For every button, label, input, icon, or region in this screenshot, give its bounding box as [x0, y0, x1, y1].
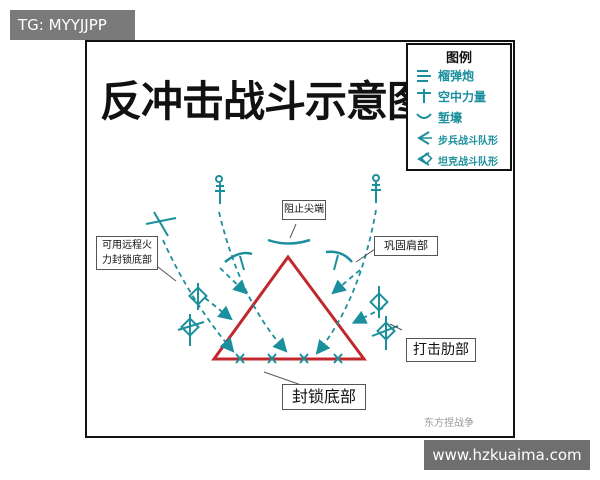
airborne-icon [417, 89, 431, 103]
arrow-right-shoulder [331, 269, 361, 295]
shoulder-trench-ticks [239, 254, 339, 271]
howitzer-left [215, 175, 225, 204]
legend-label-tank: 坦克战斗队形 [438, 157, 498, 168]
left-tank-formation [177, 283, 208, 346]
arrow-airborne [162, 239, 235, 353]
legend-item-howitzer: 榴弹炮 [410, 65, 510, 85]
block-mark-1 [235, 353, 245, 364]
arrow-left-flank [204, 297, 233, 321]
block-mark-3 [299, 353, 309, 364]
penetration-triangle [211, 254, 367, 361]
tank-formation-icon [417, 152, 433, 166]
legend-label-airborne: 空中力量 [438, 90, 487, 104]
label-strike-flank: 打击肋部 [406, 338, 476, 362]
arrow-left-shoulder [219, 267, 248, 295]
maneuver-arrows [162, 209, 384, 355]
label-fire-block-base: 可用远程火力封锁底部 [96, 236, 158, 270]
trench-icon [416, 113, 432, 119]
legend-item-trench: 堑壕 [410, 107, 510, 127]
watermark-bottom: www.hzkuaima.com [424, 440, 590, 470]
block-mark-2 [267, 353, 277, 364]
legend-item-infantry: 步兵战斗队形 [410, 128, 510, 148]
legend-label-howitzer: 榴弹炮 [438, 69, 475, 83]
arrow-left-howitzer [218, 211, 288, 353]
apex-trench [267, 238, 311, 245]
source-watermark: 东方捏战争 [424, 418, 474, 429]
legend-item-airborne: 空中力量 [410, 86, 510, 106]
right-tank-formation [369, 286, 399, 350]
label-block-base: 封锁底部 [282, 384, 366, 410]
legend: 图例 榴弹炮 空中力量 堑壕 步兵战斗队形 坦克战斗队形 [406, 43, 512, 171]
callout-leaders [157, 223, 403, 387]
label-block-apex: 阻止尖端 [282, 200, 326, 220]
legend-label-infantry: 步兵战斗队形 [438, 136, 498, 147]
legend-item-tank: 坦克战斗队形 [410, 149, 510, 169]
airborne-symbol [145, 211, 177, 237]
label-consolidate-shoulder: 巩固肩部 [374, 236, 438, 256]
legend-title: 图例 [445, 51, 472, 66]
diagram-title: 反冲击战斗示意图 [100, 77, 429, 126]
howitzer-right [371, 174, 381, 203]
howitzer-icon [417, 70, 431, 82]
infantry-formation-icon [417, 131, 432, 145]
arrow-right-howitzer [315, 209, 377, 355]
legend-label-trench: 堑壕 [438, 111, 463, 125]
left-shoulder-trench [224, 251, 253, 263]
right-shoulder-trench [325, 250, 353, 263]
watermark-top: TG: MYYJJPP [10, 10, 135, 40]
block-mark-4 [333, 353, 343, 364]
base-blocking-marks [235, 353, 343, 364]
